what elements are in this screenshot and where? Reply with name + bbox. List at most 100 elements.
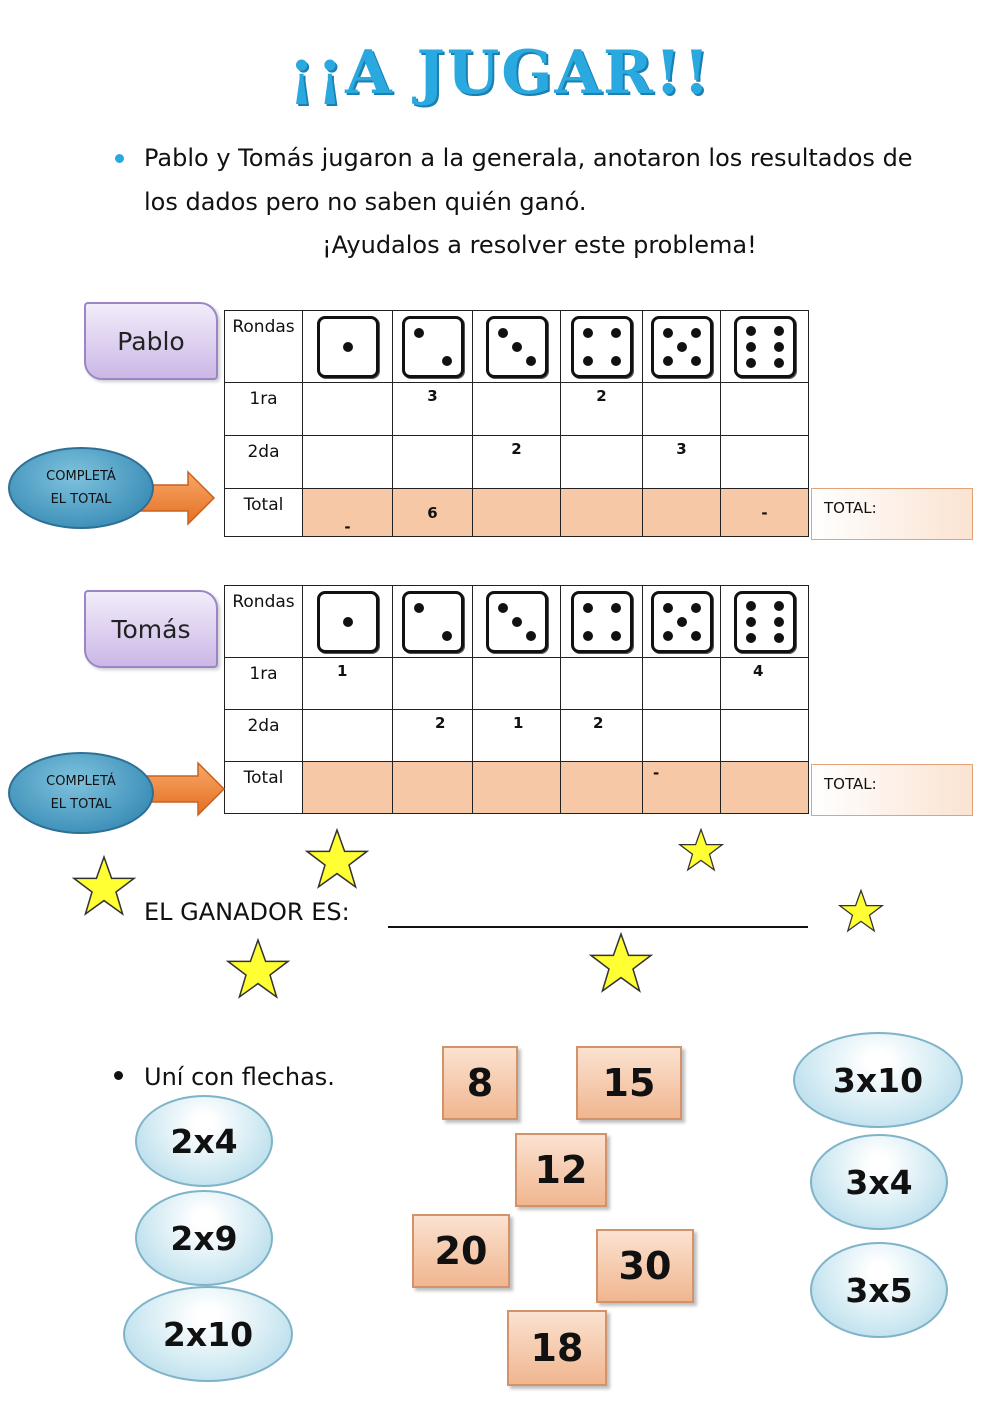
score-cell[interactable]: 1 (302, 657, 393, 710)
score-cell[interactable] (560, 435, 643, 489)
round-1-row: 1ra 3 2 (224, 382, 809, 436)
total-cell[interactable] (642, 488, 721, 537)
oval-line-2: EL TOTAL (50, 492, 112, 507)
die-one-icon (316, 590, 379, 653)
score-cell[interactable] (642, 709, 721, 762)
bullet-icon (114, 1071, 123, 1080)
score-cell[interactable]: 3 (642, 435, 721, 489)
score-cell[interactable] (642, 657, 721, 710)
score-cell[interactable] (560, 657, 643, 710)
total-box-tomas[interactable]: TOTAL: (811, 764, 973, 816)
score-cell[interactable] (472, 382, 561, 436)
oval-text: 3x4 (845, 1162, 913, 1202)
score-cell[interactable] (302, 709, 393, 762)
tile-text: 30 (618, 1244, 672, 1288)
score-cell[interactable]: 2 (472, 435, 561, 489)
tile-text: 15 (602, 1061, 656, 1105)
player-name: Tomás (111, 614, 191, 644)
die-1-header (302, 585, 393, 658)
tile-text: 12 (534, 1148, 588, 1192)
score-cell[interactable]: 1 (472, 709, 561, 762)
multiplication-oval-2x10[interactable]: 2x10 (123, 1286, 293, 1382)
intro-line-3: ¡Ayudalos a resolver este problema! (322, 231, 757, 259)
score-cell[interactable] (302, 435, 393, 489)
number-tile-30[interactable]: 30 (596, 1229, 694, 1303)
die-1-header (302, 310, 393, 383)
score-cell[interactable]: 2 (560, 382, 643, 436)
die-four-icon (570, 590, 633, 653)
total-cell[interactable] (720, 761, 809, 814)
score-cell[interactable]: 4 (720, 657, 809, 710)
number-tile-15[interactable]: 15 (576, 1046, 682, 1120)
total-cell[interactable] (392, 761, 473, 814)
oval-line-2: EL TOTAL (50, 797, 112, 812)
total-cell[interactable]: 6 (392, 488, 473, 537)
die-five-icon (650, 315, 713, 378)
oval-line-1: COMPLETÁ (46, 774, 116, 789)
multiplication-oval-2x9[interactable]: 2x9 (135, 1190, 273, 1286)
star-icon (678, 828, 724, 872)
die-3-header (472, 310, 561, 383)
score-cell[interactable] (302, 382, 393, 436)
number-tile-18[interactable]: 18 (507, 1310, 607, 1386)
total-cell[interactable]: - (302, 488, 393, 537)
number-tile-12[interactable]: 12 (515, 1133, 607, 1207)
total-cell[interactable]: - (642, 761, 721, 814)
star-icon (589, 932, 653, 993)
complete-total-oval: COMPLETÁ EL TOTAL (8, 752, 154, 834)
score-cell[interactable] (392, 435, 473, 489)
total-label: TOTAL: (824, 775, 877, 793)
die-6-header (720, 310, 809, 383)
multiplication-oval-3x4[interactable]: 3x4 (810, 1134, 948, 1230)
total-cell[interactable] (560, 488, 643, 537)
total-cell[interactable]: - (720, 488, 809, 537)
oval-text: 2x10 (162, 1314, 254, 1354)
score-cell[interactable] (720, 382, 809, 436)
page-title: ¡¡A JUGAR!! (288, 38, 712, 108)
multiplication-oval-3x5[interactable]: 3x5 (810, 1242, 948, 1338)
total-cell[interactable] (472, 761, 561, 814)
die-three-icon (485, 315, 548, 378)
oval-text: 3x10 (832, 1060, 924, 1100)
match-instruction: Uní con flechas. (144, 1063, 335, 1091)
winner-answer-line[interactable] (388, 926, 808, 928)
total-cell[interactable] (472, 488, 561, 537)
die-three-icon (485, 590, 548, 653)
score-table-tomas: Rondas 1ra 1 4 2da 2 1 2 Total - (224, 585, 809, 814)
score-cell[interactable]: 3 (392, 382, 473, 436)
number-tile-8[interactable]: 8 (442, 1046, 518, 1120)
score-cell[interactable] (392, 657, 473, 710)
row-label: 2da (224, 709, 303, 762)
score-cell[interactable] (720, 709, 809, 762)
arrow-right-icon (136, 470, 216, 526)
die-4-header (560, 310, 643, 383)
score-cell[interactable]: 2 (392, 709, 473, 762)
row-label: 1ra (224, 657, 303, 710)
player-name: Pablo (117, 326, 185, 356)
die-2-header (392, 310, 473, 383)
player-banner-tomas: Tomás (84, 590, 218, 668)
number-tile-20[interactable]: 20 (412, 1214, 510, 1288)
dice-header-row: Rondas (224, 310, 809, 383)
total-box-pablo[interactable]: TOTAL: (811, 488, 973, 540)
score-cell[interactable]: 2 (560, 709, 643, 762)
die-3-header (472, 585, 561, 658)
round-2-row: 2da 2 1 2 (224, 709, 809, 762)
multiplication-oval-2x4[interactable]: 2x4 (135, 1095, 273, 1187)
row-label: 1ra (224, 382, 303, 436)
die-one-icon (316, 315, 379, 378)
score-cell[interactable] (642, 382, 721, 436)
total-cell[interactable] (560, 761, 643, 814)
total-row: Total - 6 - (224, 488, 809, 537)
star-icon (72, 855, 136, 916)
die-six-icon (733, 315, 796, 378)
star-icon (226, 938, 290, 999)
row-label: Total (224, 488, 303, 537)
round-1-row: 1ra 1 4 (224, 657, 809, 710)
die-five-icon (650, 590, 713, 653)
total-label: TOTAL: (824, 499, 877, 517)
total-cell[interactable] (302, 761, 393, 814)
score-cell[interactable] (720, 435, 809, 489)
multiplication-oval-3x10[interactable]: 3x10 (793, 1032, 963, 1128)
score-cell[interactable] (472, 657, 561, 710)
